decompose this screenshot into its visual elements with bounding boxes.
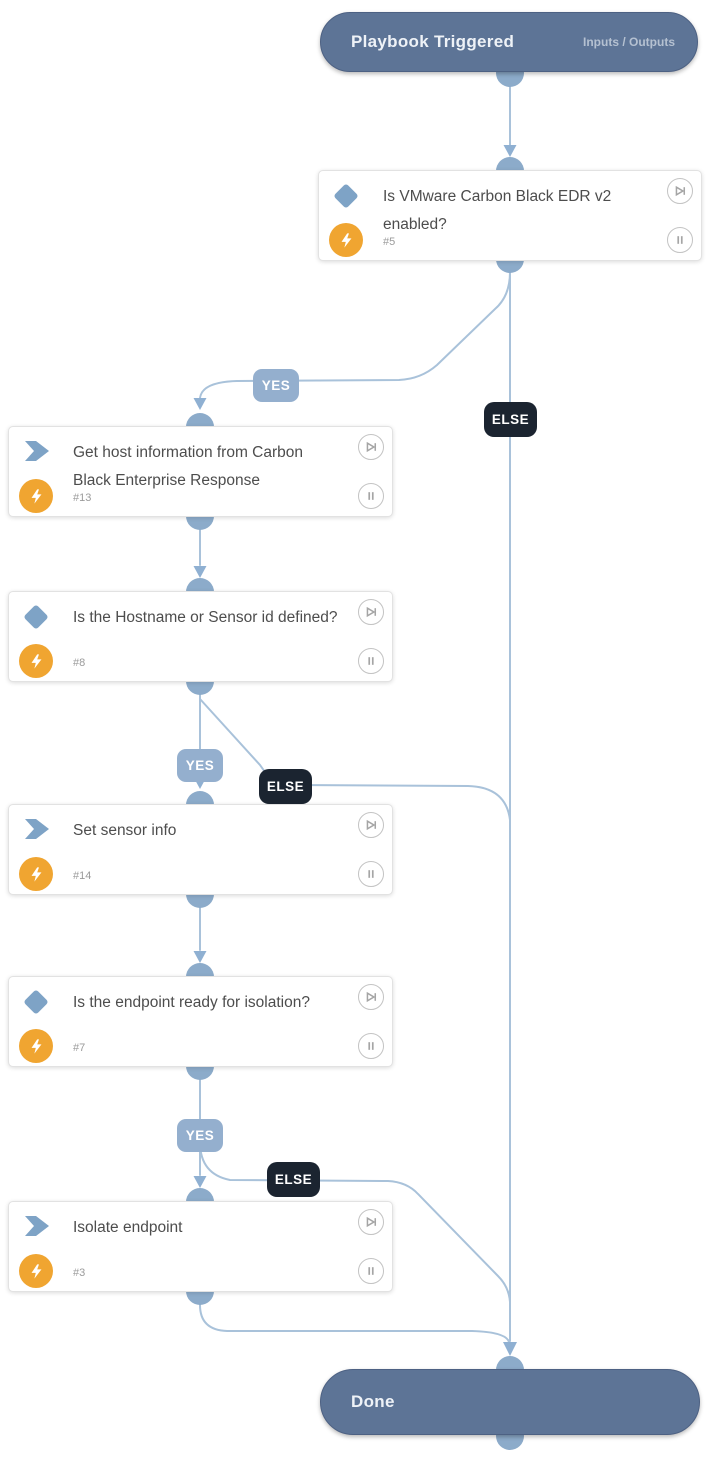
lightning-icon [329, 223, 363, 257]
skip-forward-button[interactable] [358, 1209, 384, 1235]
pause-button[interactable] [358, 1258, 384, 1284]
node-title: Set sensor info [73, 822, 177, 839]
node-id-badge: #13 [73, 492, 92, 504]
edge-label-else[interactable]: ELSE [259, 769, 312, 804]
chevron-icon [25, 1216, 49, 1240]
edge-label-yes[interactable]: YES [177, 749, 223, 782]
lightning-icon [19, 644, 53, 678]
pause-button[interactable] [667, 227, 693, 253]
diamond-icon [23, 989, 49, 1015]
node-card-13[interactable]: Get host information from Carbon Black E… [8, 426, 393, 517]
edge-label-else[interactable]: ELSE [484, 402, 537, 437]
node-card-3[interactable]: Isolate endpoint #3 [8, 1201, 393, 1292]
skip-forward-button[interactable] [667, 178, 693, 204]
diamond-icon [333, 183, 359, 209]
skip-forward-button[interactable] [358, 984, 384, 1010]
lightning-icon [19, 857, 53, 891]
node-card-14[interactable]: Set sensor info #14 [8, 804, 393, 895]
lightning-icon [19, 1254, 53, 1288]
arrowheads [193, 145, 517, 1356]
node-id-badge: #3 [73, 1267, 86, 1279]
edge-label-yes[interactable]: YES [177, 1119, 223, 1152]
start-node-title: Playbook Triggered [351, 32, 515, 51]
skip-forward-button[interactable] [358, 599, 384, 625]
pause-button[interactable] [358, 861, 384, 887]
chevron-icon [25, 819, 49, 843]
chevron-icon [25, 441, 49, 465]
end-node[interactable]: Done [320, 1369, 700, 1435]
lightning-icon [19, 479, 53, 513]
node-id-badge: #8 [73, 657, 86, 669]
pause-button[interactable] [358, 648, 384, 674]
end-node-title: Done [351, 1392, 395, 1411]
edge-label-else[interactable]: ELSE [267, 1162, 320, 1197]
edge-node5-yes [199, 271, 511, 399]
edge-node8-else [199, 698, 511, 821]
node-id-badge: #5 [383, 236, 396, 248]
node-card-7[interactable]: Is the endpoint ready for isolation? #7 [8, 976, 393, 1067]
node-id-badge: #14 [73, 870, 92, 882]
node-title: Isolate endpoint [73, 1219, 183, 1236]
pause-button[interactable] [358, 483, 384, 509]
inputs-outputs-link[interactable]: Inputs / Outputs [583, 35, 675, 49]
skip-forward-button[interactable] [358, 434, 384, 460]
lightning-icon [19, 1029, 53, 1063]
edge-label-yes[interactable]: YES [253, 369, 299, 402]
pause-button[interactable] [358, 1033, 384, 1059]
start-node[interactable]: Playbook Triggered Inputs / Outputs [320, 12, 698, 72]
diamond-icon [23, 604, 49, 630]
node-title: Is the endpoint ready for isolation? [73, 994, 310, 1011]
node-id-badge: #7 [73, 1042, 86, 1054]
node-title: Is the Hostname or Sensor id defined? [73, 609, 338, 626]
node-title: Get host information from Carbon Black E… [73, 444, 304, 489]
edge-node7-else [199, 1141, 511, 1303]
node-title: Is VMware Carbon Black EDR v2 enabled? [383, 188, 612, 233]
edge-node3-to-done [199, 1304, 510, 1343]
skip-forward-button[interactable] [358, 812, 384, 838]
node-card-5[interactable]: Is VMware Carbon Black EDR v2 enabled? #… [318, 170, 702, 261]
node-card-8[interactable]: Is the Hostname or Sensor id defined? #8 [8, 591, 393, 682]
